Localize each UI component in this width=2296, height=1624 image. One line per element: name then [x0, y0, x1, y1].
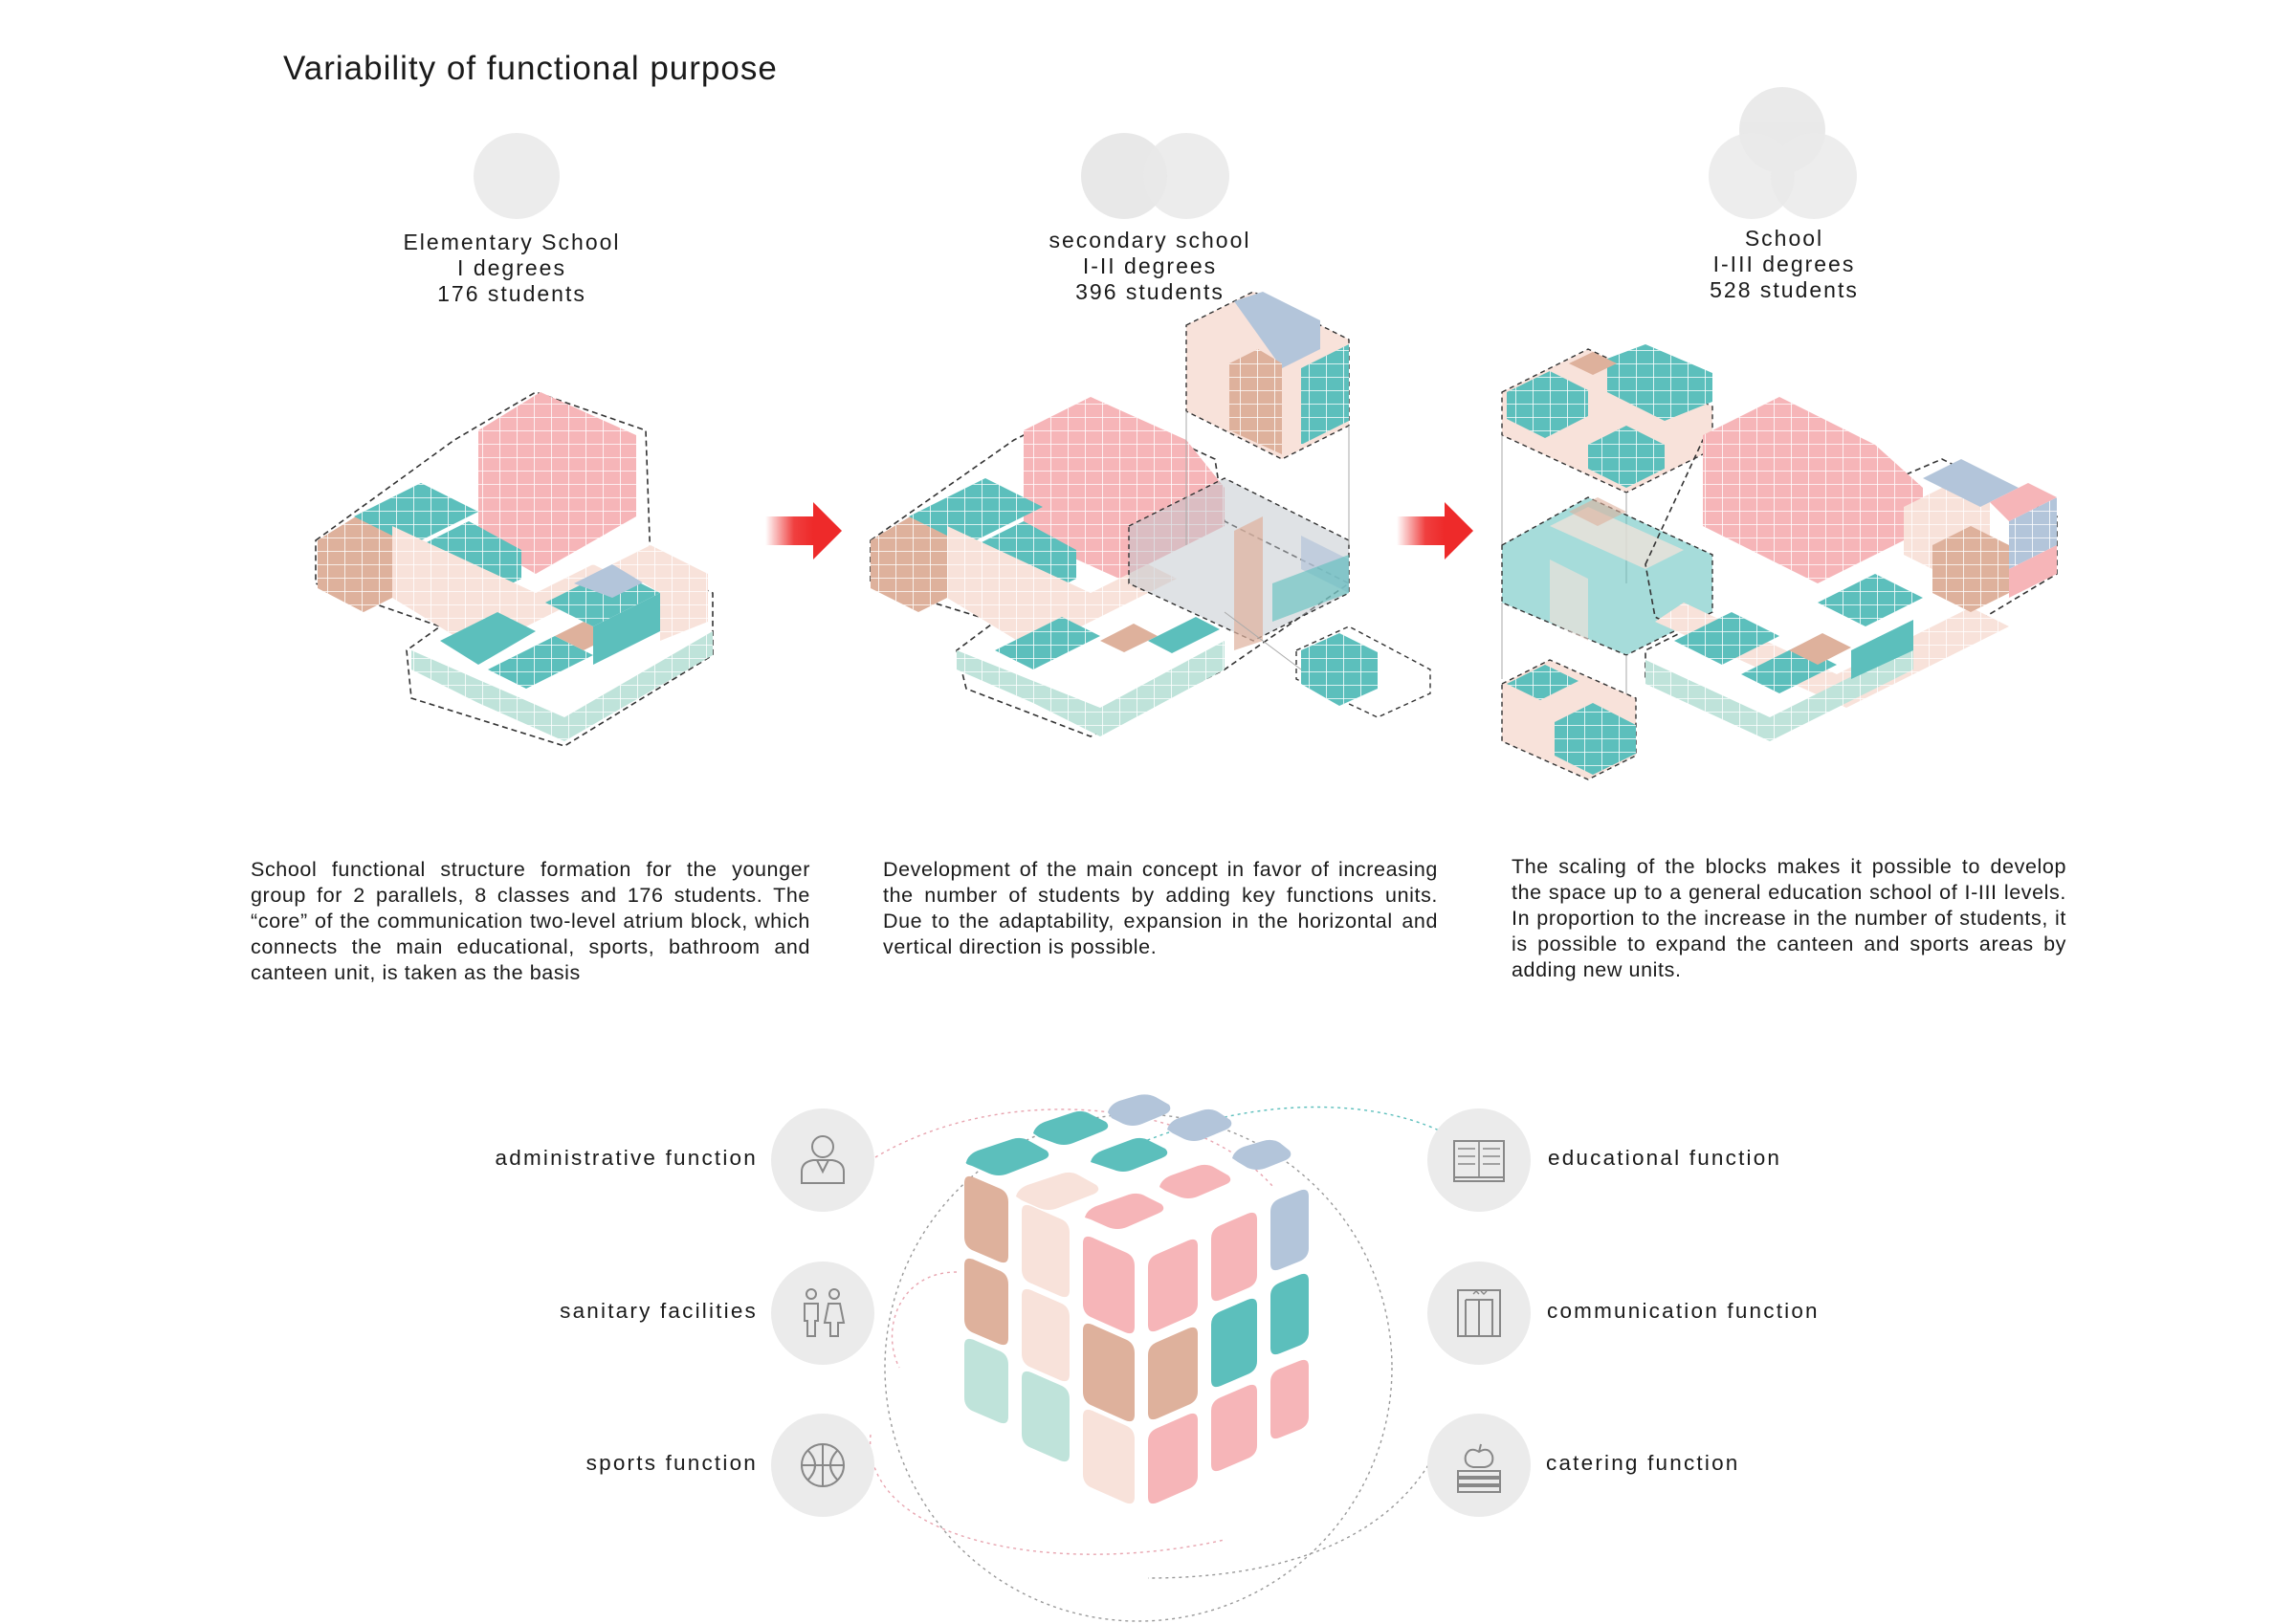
- legend-label-communication: communication function: [1547, 1299, 1820, 1323]
- arc-pink-bottom: [870, 1434, 1225, 1555]
- venn-circle-1a: [474, 133, 560, 219]
- page-title: Variability of functional purpose: [283, 50, 778, 87]
- legend-label-sports: sports function: [585, 1451, 758, 1475]
- restroom-icon: [771, 1262, 874, 1365]
- stage-2-building: [870, 291, 1431, 737]
- stage-3-building: [1501, 344, 2058, 780]
- cube-top-face: [965, 1094, 1292, 1229]
- stage-3-label: School I-III degrees 528 students: [1593, 226, 1976, 303]
- apple-icon: [1427, 1414, 1531, 1517]
- teal-stripe: [1272, 555, 1349, 622]
- pink-block-c: [2009, 545, 2057, 598]
- legend-label-educational: educational function: [1548, 1146, 1782, 1170]
- stage-2-name: secondary school: [1049, 228, 1251, 252]
- legend-label-sanitary: sanitary facilities: [560, 1299, 758, 1323]
- stage-1-degrees: I degrees: [457, 255, 566, 280]
- stage-3-description: The scaling of the blocks makes it possi…: [1512, 855, 2066, 981]
- venn-group-2: [1081, 133, 1229, 219]
- book-icon: [1427, 1108, 1531, 1212]
- teal-block-f: [593, 593, 660, 665]
- rubiks-cube-diagram: [964, 1094, 1309, 1504]
- stage-1-building: [315, 391, 714, 747]
- stage-2-students: 396 students: [1075, 279, 1225, 304]
- tan-block: [1789, 633, 1851, 665]
- teal-block-c: [440, 612, 536, 665]
- stage-3-degrees: I-III degrees: [1712, 252, 1856, 276]
- stage-2-description: Development of the main concept in favor…: [883, 858, 1438, 958]
- teal-block-d: [1851, 620, 1913, 679]
- isometric-diagrams: [315, 291, 2058, 780]
- pink-block-b: [1990, 483, 2057, 521]
- floating-block-small: [1295, 625, 1431, 718]
- person-icon: [771, 1108, 874, 1212]
- legend-label-administrative: administrative function: [495, 1146, 758, 1170]
- tan-stripe: [1569, 497, 1626, 526]
- stage-3-students: 528 students: [1710, 277, 1859, 302]
- stage-1-label: Elementary School I degrees 176 students: [320, 230, 703, 307]
- blue-cap: [1234, 292, 1320, 368]
- arc-grey-right: [1147, 1453, 1436, 1579]
- blue-block: [1923, 459, 2019, 507]
- stage-3-name: School: [1744, 226, 1824, 251]
- elevator-icon: [1427, 1262, 1531, 1365]
- teal-block-d: [1148, 617, 1220, 653]
- stage-venn-diagrams: [474, 87, 1857, 219]
- stage-1-description: School functional structure formation fo…: [251, 858, 810, 984]
- stage-1-students: 176 students: [437, 281, 586, 306]
- stage-2-label: secondary school I-II degrees 396 studen…: [959, 228, 1341, 305]
- tan-block-b: [1100, 624, 1158, 652]
- tan-stripe: [1234, 516, 1263, 650]
- cream-stripe-b: [1550, 560, 1588, 641]
- legend-label-catering: catering function: [1546, 1451, 1740, 1475]
- arrow-2-icon: [1397, 502, 1473, 560]
- tan-top: [1569, 352, 1617, 375]
- stage-1-name: Elementary School: [403, 230, 621, 254]
- stage-2-degrees: I-II degrees: [1082, 253, 1218, 278]
- ball-icon: [771, 1414, 874, 1517]
- venn-group-3: [1709, 87, 1857, 219]
- cube-right-face: [1148, 1189, 1309, 1504]
- arrow-1-icon: [765, 502, 842, 560]
- cube-left-face: [964, 1175, 1135, 1504]
